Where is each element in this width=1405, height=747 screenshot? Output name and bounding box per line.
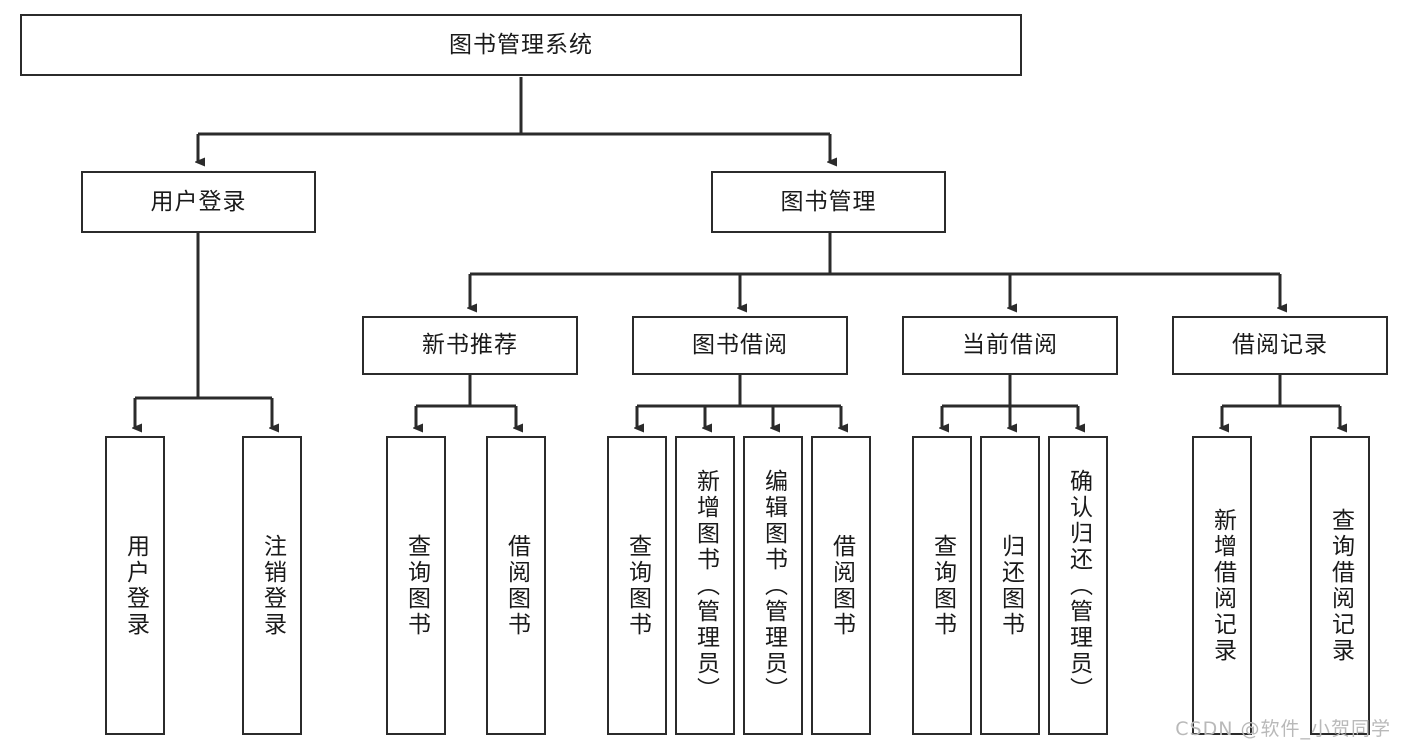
node-label: 注销登录 [259,533,286,638]
node-label: 查询借阅记录 [1327,507,1354,664]
node-current-borrowing[interactable]: 当前借阅 [902,316,1118,375]
leaf-confirm-return-admin[interactable]: 确认归还（管理员） [1048,436,1108,735]
node-label: 新增图书（管理员） [692,468,719,703]
node-label: 确认归还（管理员） [1065,468,1092,703]
node-book-management[interactable]: 图书管理 [711,171,946,233]
node-label: 归还图书 [997,533,1024,638]
node-label: 新增借阅记录 [1209,507,1236,664]
leaf-borrow-books-recommend[interactable]: 借阅图书 [486,436,546,735]
leaf-query-books-borrowing[interactable]: 查询图书 [607,436,667,735]
node-label: 借阅图书 [828,533,855,638]
leaf-add-book-admin[interactable]: 新增图书（管理员） [675,436,735,735]
node-label: 查询图书 [929,533,956,638]
node-label: 借阅记录 [1232,332,1328,358]
leaf-add-borrow-record[interactable]: 新增借阅记录 [1192,436,1252,735]
node-label: 当前借阅 [962,332,1058,358]
leaf-return-books[interactable]: 归还图书 [980,436,1040,735]
node-label: 用户登录 [150,188,247,215]
node-label: 编辑图书（管理员） [760,468,787,703]
leaf-borrow-books-borrowing[interactable]: 借阅图书 [811,436,871,735]
node-label: 图书借阅 [692,332,788,358]
leaf-query-books-recommend[interactable]: 查询图书 [386,436,446,735]
node-label: 查询图书 [624,533,651,638]
leaf-query-borrow-record[interactable]: 查询借阅记录 [1310,436,1370,735]
leaf-logout[interactable]: 注销登录 [242,436,302,735]
leaf-query-books-current[interactable]: 查询图书 [912,436,972,735]
node-new-book-recommendation[interactable]: 新书推荐 [362,316,578,375]
node-label: 用户登录 [122,533,149,638]
node-label: 图书管理系统 [449,31,593,58]
node-label: 查询图书 [403,533,430,638]
node-user-login[interactable]: 用户登录 [81,171,316,233]
node-borrow-records[interactable]: 借阅记录 [1172,316,1388,375]
leaf-edit-book-admin[interactable]: 编辑图书（管理员） [743,436,803,735]
node-label: 借阅图书 [503,533,530,638]
node-label: 新书推荐 [422,332,518,358]
node-label: 图书管理 [780,188,877,215]
leaf-user-login[interactable]: 用户登录 [105,436,165,735]
node-root-book-management-system[interactable]: 图书管理系统 [20,14,1022,76]
csdn-watermark: CSDN @软件_小贺同学 [1175,718,1391,740]
node-book-borrowing[interactable]: 图书借阅 [632,316,848,375]
